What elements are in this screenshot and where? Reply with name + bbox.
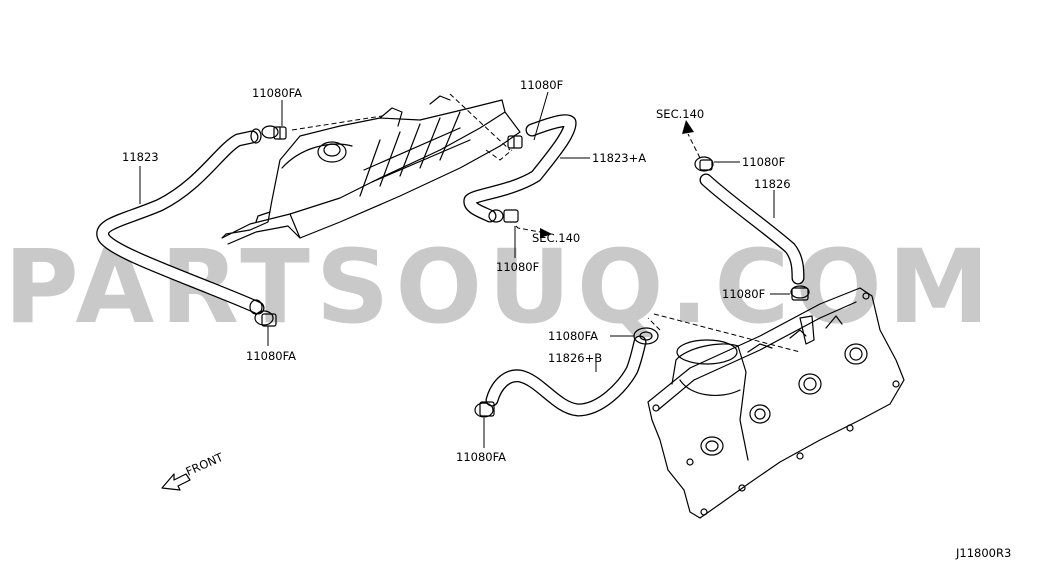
clamp-right-mid bbox=[790, 285, 810, 301]
label-clamp-right-top: 11080F bbox=[742, 155, 785, 169]
hose-11826 bbox=[699, 173, 805, 285]
clamp-mid-low bbox=[488, 209, 519, 223]
label-hose-left: 11823 bbox=[122, 150, 159, 164]
watermark: PARTSOUQ.COM bbox=[4, 228, 995, 347]
rocker-cover-left bbox=[221, 95, 521, 245]
diagram-code: J11800R3 bbox=[955, 546, 1011, 560]
dashed-guides bbox=[291, 93, 801, 353]
label-hose-bottom: 11826+B bbox=[548, 351, 602, 365]
clamp-bottom bbox=[474, 401, 495, 418]
rocker-cover-right bbox=[647, 287, 905, 519]
label-clamp-mid-right: 11080FA bbox=[548, 329, 598, 343]
label-clamp-bottom: 11080FA bbox=[456, 450, 506, 464]
clamp-bottom-left bbox=[254, 310, 277, 327]
clamp-top-left bbox=[261, 125, 287, 140]
front-indicator: FRONT bbox=[161, 450, 226, 491]
leader-lines bbox=[139, 91, 790, 448]
hose-11823-a bbox=[463, 114, 577, 223]
label-clamp-right-mid: 11080F bbox=[722, 287, 765, 301]
label-clamp-top-left: 11080FA bbox=[252, 86, 302, 100]
hose-11823 bbox=[96, 128, 265, 315]
label-hose-mid: 11823+A bbox=[592, 151, 646, 165]
sec-arrow-mid bbox=[515, 225, 552, 238]
clamp-right-top bbox=[694, 156, 714, 172]
label-clamp-bottom-left: 11080FA bbox=[246, 349, 296, 363]
sec-arrow-right bbox=[682, 120, 701, 159]
label-clamp-top-mid: 11080F bbox=[520, 78, 563, 92]
label-hose-right: 11826 bbox=[754, 177, 791, 191]
label-clamp-mid-low: 11080F bbox=[496, 260, 539, 274]
label-sec-right: SEC.140 bbox=[656, 107, 704, 121]
label-sec-mid: SEC.140 bbox=[532, 231, 580, 245]
clamp-top-mid bbox=[507, 135, 523, 149]
front-label: FRONT bbox=[184, 450, 226, 479]
hose-11826-b bbox=[485, 335, 647, 417]
